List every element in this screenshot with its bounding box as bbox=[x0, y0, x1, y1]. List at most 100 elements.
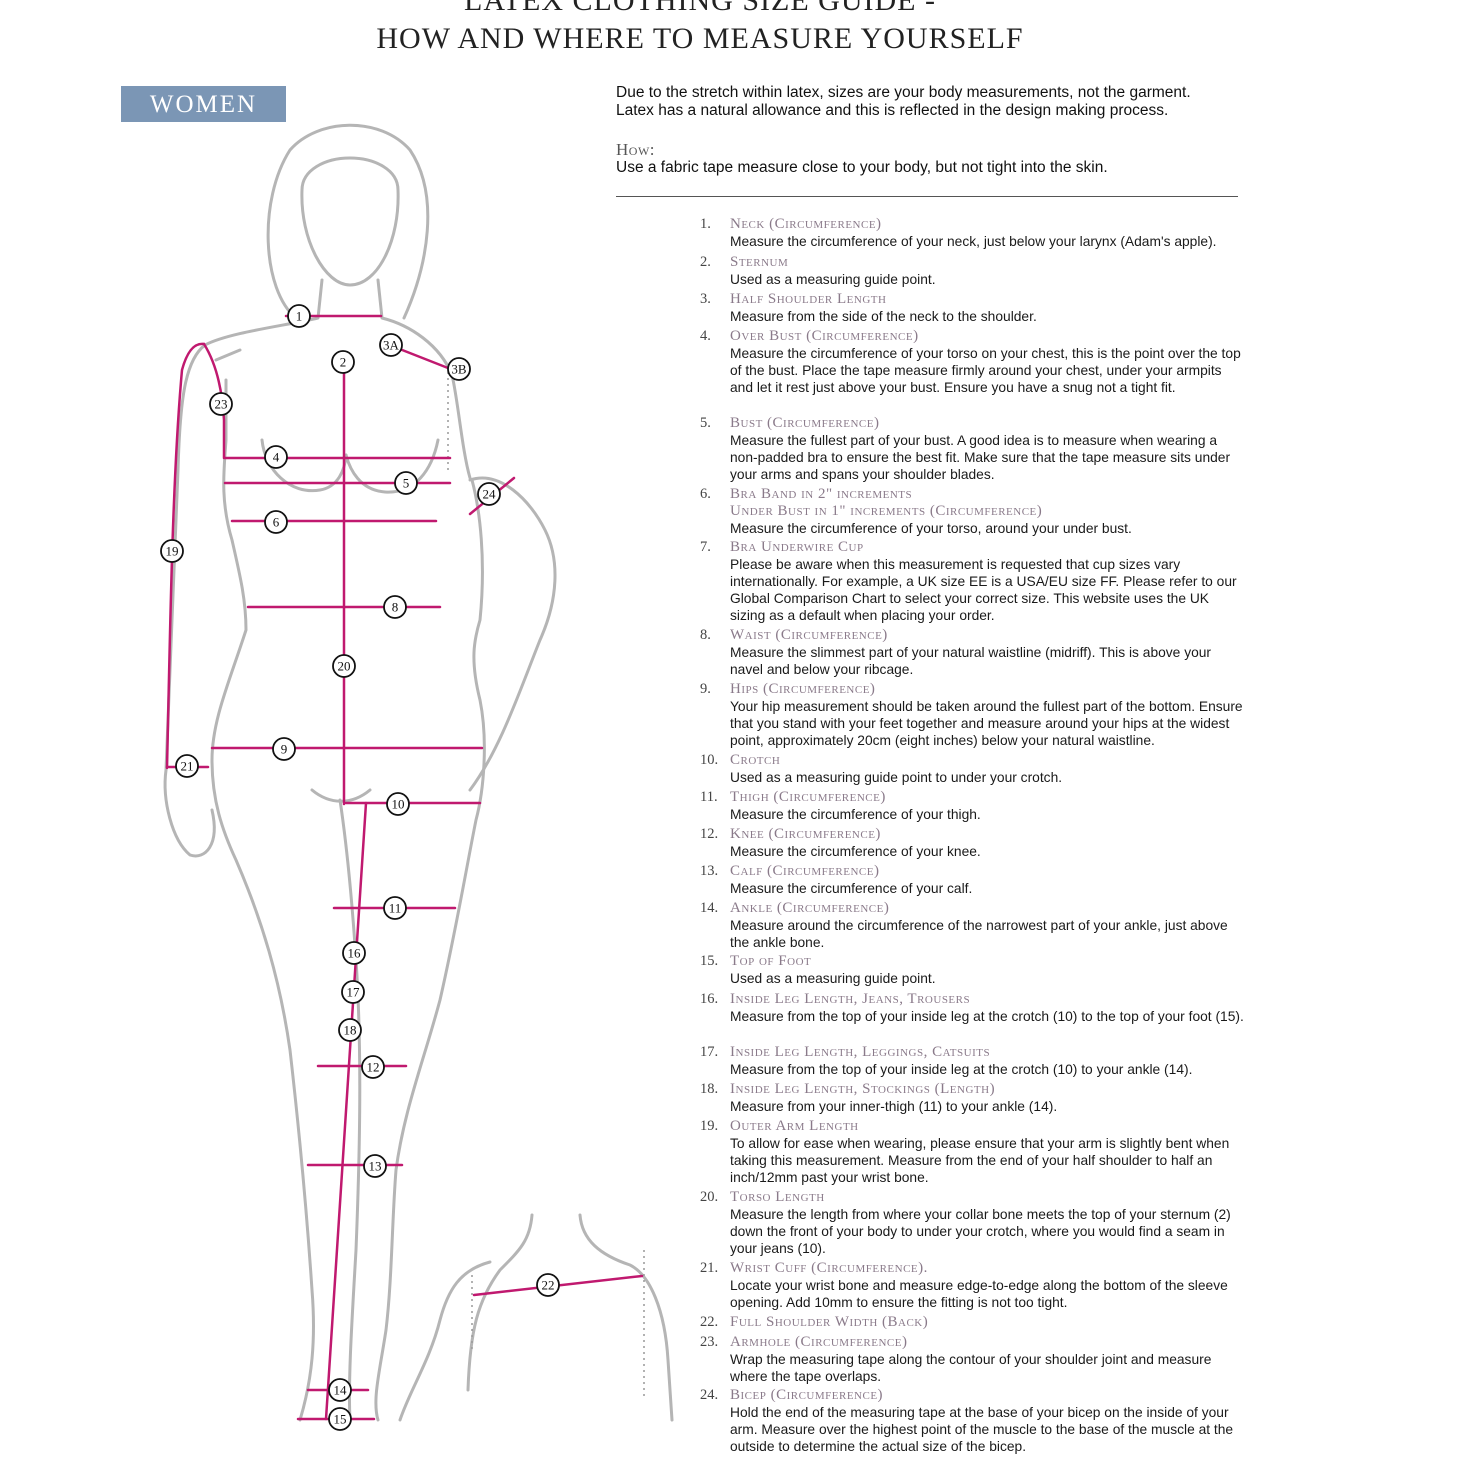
item-number: 13. bbox=[700, 863, 719, 879]
divider bbox=[616, 196, 1238, 197]
measurement-item: 12.Knee (Circumference)Measure the circu… bbox=[700, 826, 1245, 860]
item-description: Measure from your inner-thigh (11) to yo… bbox=[730, 1099, 1058, 1114]
marker-13: 13 bbox=[363, 1154, 387, 1178]
item-heading: Bra Underwire Cup bbox=[730, 539, 864, 555]
marker-2: 2 bbox=[331, 350, 355, 374]
svg-text:3A: 3A bbox=[383, 338, 400, 353]
item-description: Measure from the side of the neck to the… bbox=[730, 309, 1037, 324]
item-description: Measure the circumference of your knee. bbox=[730, 844, 981, 859]
item-description: Used as a measuring guide point. bbox=[730, 971, 936, 986]
item-heading: Waist (Circumference) bbox=[730, 627, 888, 643]
svg-text:17: 17 bbox=[347, 985, 361, 1000]
marker-22: 22 bbox=[536, 1273, 560, 1297]
item-number: 18. bbox=[700, 1081, 719, 1097]
marker-4: 4 bbox=[264, 445, 288, 469]
marker-10: 10 bbox=[386, 792, 410, 816]
marker-8: 8 bbox=[383, 595, 407, 619]
marker-11: 11 bbox=[383, 896, 407, 920]
marker-19: 19 bbox=[160, 539, 184, 563]
item-description: Wrap the measuring tape along the contou… bbox=[730, 1352, 1212, 1384]
item-heading: Neck (Circumference) bbox=[730, 216, 882, 232]
seam-guides bbox=[447, 372, 645, 1400]
marker-12: 12 bbox=[361, 1055, 385, 1079]
item-number: 1. bbox=[700, 216, 711, 232]
item-description: Please be aware when this measurement is… bbox=[730, 557, 1237, 623]
item-description: Used as a measuring guide point. bbox=[730, 272, 936, 287]
svg-text:5: 5 bbox=[403, 476, 410, 491]
item-heading: Hips (Circumference) bbox=[730, 681, 876, 697]
svg-text:9: 9 bbox=[281, 742, 288, 757]
marker-23: 23 bbox=[209, 392, 233, 416]
svg-text:12: 12 bbox=[367, 1060, 380, 1075]
item-number: 12. bbox=[700, 826, 719, 842]
marker-6: 6 bbox=[264, 510, 288, 534]
marker-5: 5 bbox=[394, 471, 418, 495]
item-number: 17. bbox=[700, 1044, 719, 1060]
svg-text:24: 24 bbox=[483, 487, 497, 502]
item-number: 8. bbox=[700, 627, 711, 643]
item-heading: Inside Leg Length, Leggings, Catsuits bbox=[730, 1044, 991, 1060]
marker-16: 16 bbox=[342, 941, 366, 965]
marker-1: 1 bbox=[287, 304, 311, 328]
svg-text:6: 6 bbox=[273, 515, 280, 530]
item-number: 7. bbox=[700, 539, 711, 555]
item-description: Used as a measuring guide point to under… bbox=[730, 770, 1063, 785]
item-number: 23. bbox=[700, 1334, 719, 1350]
svg-text:15: 15 bbox=[334, 1412, 347, 1427]
marker-20: 20 bbox=[332, 654, 356, 678]
measurement-item: 11.Thigh (Circumference)Measure the circ… bbox=[700, 789, 1245, 823]
item-description: Hold the end of the measuring tape at th… bbox=[730, 1405, 1234, 1454]
item-number: 10. bbox=[700, 752, 719, 768]
svg-text:20: 20 bbox=[338, 659, 351, 674]
body-measurement-diagram: 123A3B4568910111213141516171819202122232… bbox=[160, 123, 674, 1431]
item-number: 22. bbox=[700, 1314, 719, 1330]
measurement-item: 17. Inside Leg Length, Leggings, Catsuits… bbox=[700, 1044, 1245, 1078]
item-heading: Bust (Circumference) bbox=[730, 415, 880, 431]
svg-text:13: 13 bbox=[369, 1159, 382, 1174]
measurement-item: 13.Calf (Circumference)Measure the circu… bbox=[700, 863, 1245, 897]
item-heading: Outer Arm Length bbox=[730, 1118, 859, 1134]
item-description: Measure the circumference of your torso,… bbox=[730, 521, 1132, 536]
svg-text:2: 2 bbox=[340, 355, 347, 370]
item-heading: Calf (Circumference) bbox=[730, 863, 880, 879]
item-heading: Top of Foot bbox=[730, 953, 812, 969]
item-heading: Thigh (Circumference) bbox=[730, 789, 886, 805]
marker-14: 14 bbox=[328, 1378, 352, 1402]
intro-line2: Latex has a natural allowance and this i… bbox=[616, 102, 1169, 119]
item-heading: Armhole (Circumference) bbox=[730, 1334, 908, 1350]
how-text: Use a fabric tape measure close to your … bbox=[616, 159, 1108, 176]
item-number: 2. bbox=[700, 254, 711, 270]
measurement-item: 9.Hips (Circumference)Your hip measureme… bbox=[700, 681, 1245, 749]
svg-text:16: 16 bbox=[348, 946, 362, 961]
item-number: 20. bbox=[700, 1189, 719, 1205]
item-number: 4. bbox=[700, 328, 711, 344]
item-number: 21. bbox=[700, 1260, 719, 1276]
svg-text:14: 14 bbox=[334, 1383, 348, 1398]
svg-text:22: 22 bbox=[542, 1278, 555, 1293]
item-description: Measure the length from where your colla… bbox=[730, 1207, 1231, 1256]
measurement-item: 23. Armhole (Circumference) Wrap the measu… bbox=[700, 1334, 1245, 1385]
measurement-lines bbox=[165, 314, 644, 1421]
marker-18: 18 bbox=[338, 1018, 362, 1042]
measurement-item: 1.Neck (Circumference)Measure the circum… bbox=[700, 216, 1245, 250]
item-number: 19. bbox=[700, 1118, 719, 1134]
marker-24: 24 bbox=[477, 482, 501, 506]
item-number: 5. bbox=[700, 415, 711, 431]
intro-line1: Due to the stretch within latex, sizes a… bbox=[616, 84, 1191, 101]
item-heading: Bra Band in 2" increments bbox=[730, 486, 913, 502]
marker-17: 17 bbox=[341, 980, 365, 1004]
item-heading: Bicep (Circumference) bbox=[730, 1387, 884, 1403]
item-description: Measure around the circumference of the … bbox=[730, 918, 1228, 950]
svg-text:23: 23 bbox=[215, 397, 228, 412]
item-number: 9. bbox=[700, 681, 711, 697]
body-outline bbox=[163, 123, 674, 1422]
item-number: 16. bbox=[700, 991, 719, 1007]
measurement-item: 18.Inside Leg Length, Stockings (Length)… bbox=[700, 1081, 1245, 1115]
